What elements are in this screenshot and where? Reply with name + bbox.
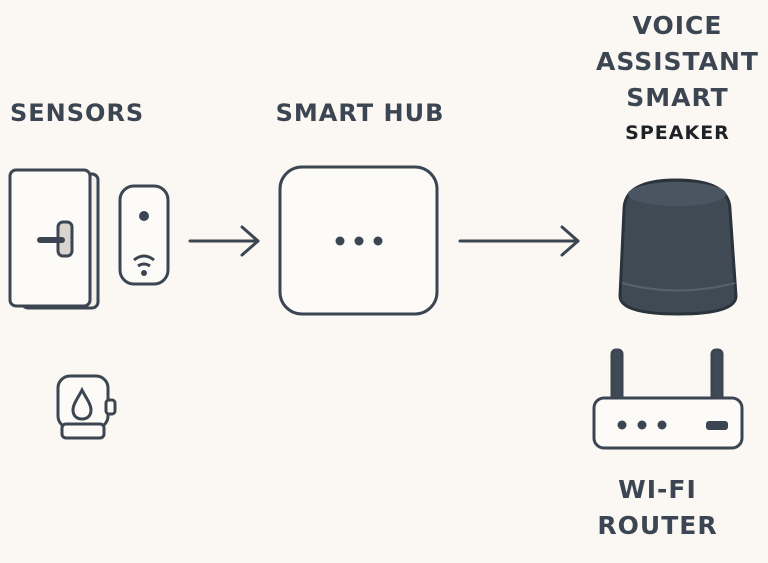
router-label: WI-FI ROUTER <box>590 472 725 544</box>
smart-hub-label: SMART HUB <box>275 99 445 127</box>
router-label-line: WI-FI <box>618 475 697 504</box>
arrow-right-icon <box>458 225 580 257</box>
speaker-label-line: SPEAKER <box>625 122 730 144</box>
speaker-label: VOICE ASSISTANT SMART SPEAKER <box>585 8 768 150</box>
router-label-line: ROUTER <box>597 511 718 540</box>
water-leak-sensor-icon <box>56 374 117 440</box>
speaker-label-line: ASSISTANT <box>596 47 759 76</box>
smart-speaker-icon <box>618 178 738 316</box>
door-sensor-icon <box>8 168 100 310</box>
sensors-label: SENSORS <box>10 99 145 127</box>
arrow-right-icon <box>188 225 260 257</box>
speaker-label-line: VOICE <box>632 11 723 40</box>
wifi-router-icon <box>592 348 744 450</box>
speaker-label-line: SMART <box>626 83 729 112</box>
motion-sensor-icon <box>118 184 170 286</box>
hub-icon <box>278 165 439 316</box>
